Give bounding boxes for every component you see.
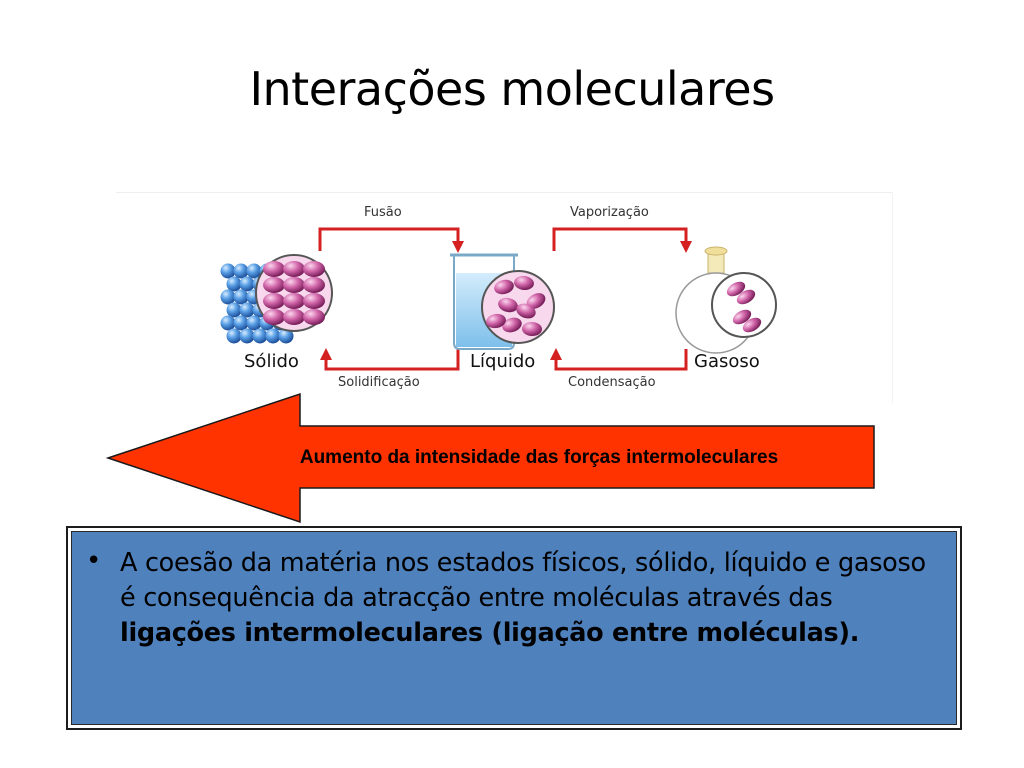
left-arrow-icon [106,392,875,524]
vaporization-arrow [552,227,688,251]
condensation-label: Condensação [568,375,656,390]
fusion-arrow [318,227,460,251]
liquid-label: Líquido [470,351,536,372]
vaporization-label: Vaporização [570,205,649,220]
info-box-fill: • A coesão da matéria nos estados físico… [71,531,957,725]
diagram-illustration [220,227,777,371]
bullet-text-bold: ligações intermoleculares (ligação entre… [120,618,860,648]
gas-magnifier-icon [711,272,777,338]
bullet-icon: • [86,546,102,576]
bullet-text: A coesão da matéria nos estados físicos,… [120,546,942,651]
condensation-arrow [554,349,688,371]
arrow-caption: Aumento da intensidade das forças interm… [299,447,779,468]
solid-label: Sólido [244,351,299,372]
liquid-magnifier-icon [481,270,555,344]
solidification-label: Solidificação [338,375,420,390]
fusion-label: Fusão [364,205,402,220]
states-of-matter-diagram: Fusão Vaporização Solidificação Condensa… [116,192,893,403]
solid-magnifier-icon [255,254,333,332]
bullet-text-plain: A coesão da matéria nos estados físicos,… [120,548,926,613]
info-box: • A coesão da matéria nos estados físico… [66,526,962,730]
slide-title: Interações moleculares [249,62,775,116]
gas-label: Gasoso [694,351,760,372]
solidification-arrow [324,349,460,371]
